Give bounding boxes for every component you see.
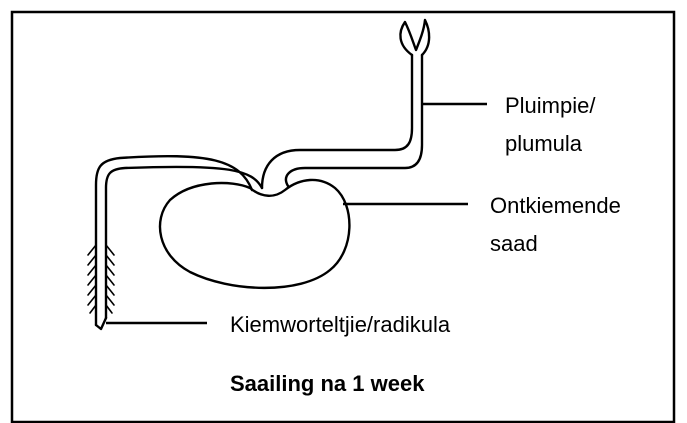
seed-label-line1: Ontkiemende xyxy=(490,193,621,218)
plumule-inner xyxy=(286,55,422,186)
radicle-label: Kiemworteltjie/radikula xyxy=(230,312,451,337)
plumule-tip xyxy=(400,20,429,55)
radicle-tip xyxy=(96,318,106,329)
seed-label-line2: saad xyxy=(490,231,538,256)
diagram-caption: Saailing na 1 week xyxy=(230,371,425,396)
plumule-label-line2: plumula xyxy=(505,131,583,156)
plumule-label-line1: Pluimpie/ xyxy=(505,93,596,118)
seed xyxy=(160,180,349,288)
root-hairs xyxy=(88,245,114,313)
